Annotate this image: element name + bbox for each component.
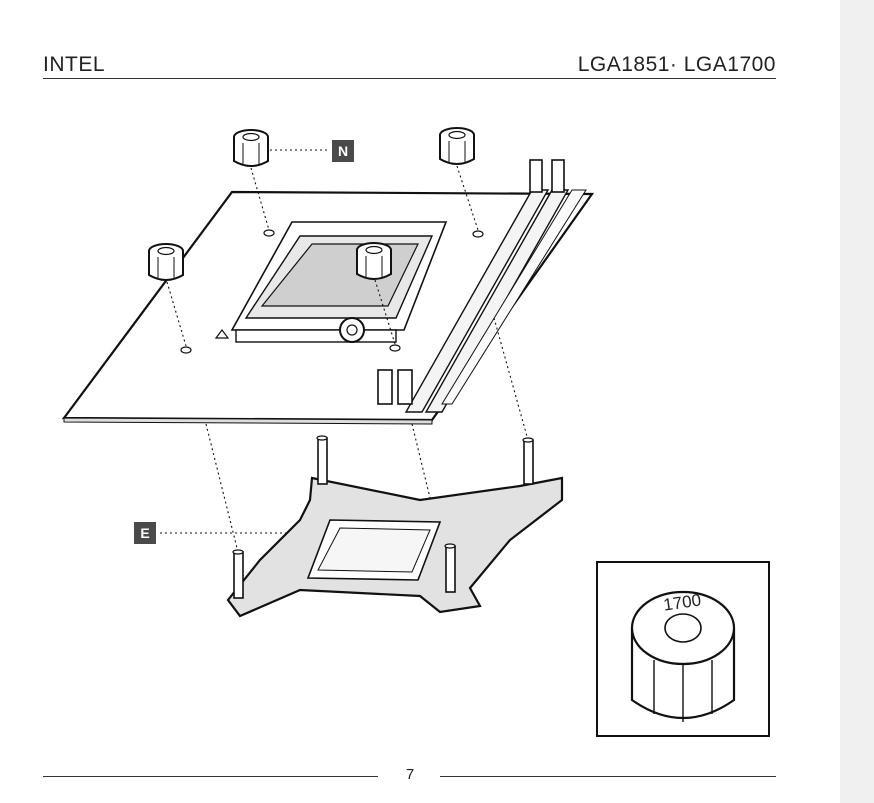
motherboard-illustration xyxy=(61,159,595,425)
standoff-nut-closeup: 1700 xyxy=(630,591,736,722)
backplate-illustration xyxy=(226,435,564,618)
detail-inset: 1700 xyxy=(596,561,770,737)
installation-illustration: N E 1700 xyxy=(61,127,770,737)
page-number: 7 xyxy=(405,766,415,783)
manual-page: INTEL LGA1851· LGA1700 xyxy=(43,53,776,783)
ram-slots xyxy=(377,159,587,413)
viewer-scrollbar-gutter[interactable] xyxy=(840,0,874,803)
footer-divider-right xyxy=(440,776,776,777)
alignment-guides xyxy=(160,149,529,553)
callout-letter-e: E xyxy=(140,525,149,541)
socket-compatibility-title: LGA1851· LGA1700 xyxy=(577,53,776,76)
header-divider xyxy=(43,78,776,79)
standoff-nuts xyxy=(148,127,475,281)
callout-tag-e: E xyxy=(134,522,156,544)
callout-tag-n: N xyxy=(332,140,354,162)
footer-divider-left xyxy=(43,776,378,777)
callout-letter-n: N xyxy=(338,143,348,159)
section-title-intel: INTEL xyxy=(43,53,106,76)
